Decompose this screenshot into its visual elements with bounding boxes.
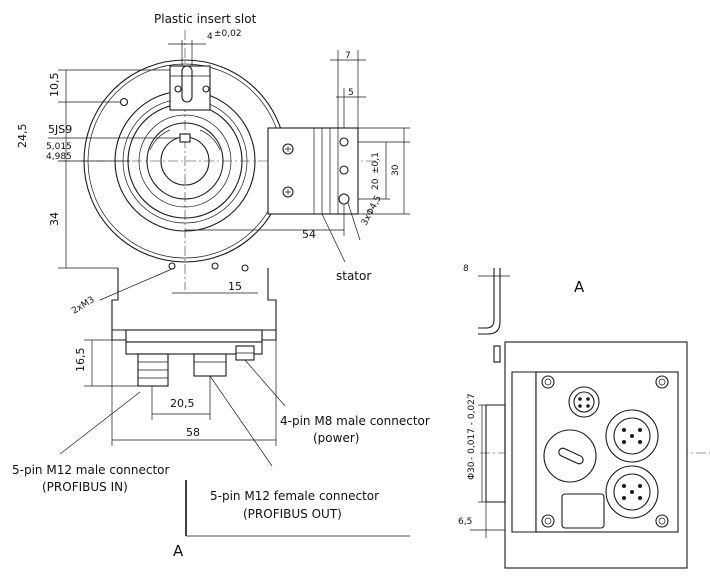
dim-58: 58 <box>186 426 200 439</box>
plastic-insert-tab <box>169 65 211 111</box>
view-a-label-top: A <box>574 278 585 296</box>
m12-female-connector-label: 5-pin M12 female connector <box>210 489 379 503</box>
dim-20-tol: ±0,1 <box>371 152 381 174</box>
dim-30: 30 <box>391 164 401 176</box>
m8-connector-sublabel: (power) <box>313 431 359 445</box>
dim-5: 5 <box>348 88 354 98</box>
dim-7: 7 <box>345 51 351 61</box>
dim-16-5: 16,5 <box>74 348 87 373</box>
dim-8: 8 <box>463 264 469 274</box>
dim-phi30-tol: - 0,017 - 0,027 <box>467 393 477 460</box>
dim-10-5: 10,5 <box>48 73 61 98</box>
view-a-label-bottom: A <box>173 542 184 560</box>
stator-bracket <box>267 127 359 215</box>
dim-20: 20 <box>371 178 381 190</box>
m8-connector-label: 4-pin M8 male connector <box>280 414 430 428</box>
dim-5015: 5,015 <box>46 142 72 152</box>
plastic-insert-slot-label: Plastic insert slot <box>154 12 257 26</box>
side-view-a <box>470 268 710 569</box>
dim-4985: 4,985 <box>46 152 72 162</box>
dim-20-5: 20,5 <box>170 397 195 410</box>
dim-24-5: 24,5 <box>16 124 29 149</box>
m12-female-connector-sublabel: (PROFIBUS OUT) <box>243 507 342 521</box>
dim-54: 54 <box>302 228 316 241</box>
dim-phi30: Φ30 <box>467 461 477 480</box>
dim-34: 34 <box>48 212 61 226</box>
m12-male-connector-sublabel: (PROFIBUS IN) <box>42 480 128 494</box>
stator-label: stator <box>336 269 371 283</box>
dim-6-5: 6,5 <box>458 517 472 527</box>
dim-slot-width: 4 <box>207 32 213 42</box>
front-view <box>48 30 410 537</box>
m12-male-connector-label: 5-pin M12 male connector <box>12 463 170 477</box>
dim-15: 15 <box>228 280 242 293</box>
dim-2xm3: 2xM3 <box>70 295 96 316</box>
dim-5js9: 5JS9 <box>48 123 72 136</box>
m12-female-connector <box>193 353 227 377</box>
dim-slot-tol: ±0,02 <box>214 29 242 39</box>
